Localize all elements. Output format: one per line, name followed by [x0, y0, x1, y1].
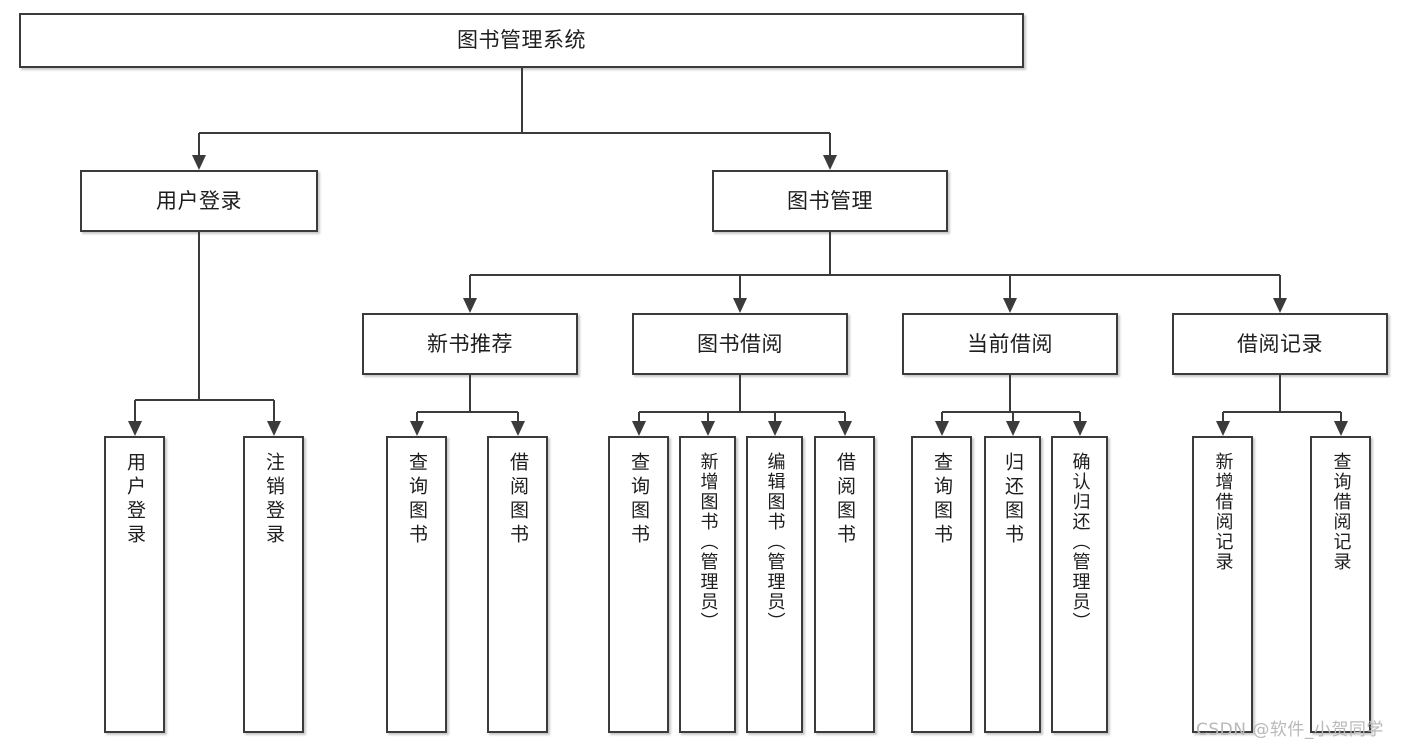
connector-parent-stem	[1279, 375, 1281, 412]
leaf-node[interactable]: 注销登录	[243, 436, 304, 733]
leaf-node-label: 确认归还（管理员）	[1069, 452, 1091, 632]
connector-to-leaf	[1078, 412, 1081, 421]
arrow-head-icon	[700, 421, 715, 436]
connector-leaf-bus	[134, 399, 274, 401]
connector-to-leaf	[133, 400, 136, 421]
connector-to-leaf	[940, 412, 943, 421]
arrow-head-icon	[266, 421, 281, 436]
connector-to-leaf	[637, 412, 640, 421]
leaf-node-label: 编辑图书（管理员）	[764, 452, 786, 632]
leaf-node-label: 归还图书	[1002, 452, 1024, 548]
node-current-borrow[interactable]: 当前借阅	[902, 313, 1118, 375]
leaf-node[interactable]: 查询图书	[911, 436, 972, 733]
node-user-login-label: 用户登录	[156, 188, 242, 213]
connector-to-leaf	[1221, 412, 1224, 421]
node-book-management[interactable]: 图书管理	[712, 170, 948, 232]
node-book-borrow[interactable]: 图书借阅	[632, 313, 848, 375]
arrow-head-icon	[733, 298, 747, 313]
connector-leaf-bus	[941, 411, 1080, 413]
leaf-node[interactable]: 查询图书	[608, 436, 669, 733]
connector-to-level3	[739, 275, 741, 298]
leaf-node-label: 注销登录	[263, 452, 285, 548]
connector-to-level3	[469, 275, 471, 298]
connector-to-leaf	[843, 412, 846, 421]
connector-root-stem	[520, 68, 523, 133]
leaf-node-label: 查询图书	[406, 452, 428, 548]
leaf-node-label: 查询图书	[628, 452, 650, 548]
leaf-node[interactable]: 查询图书	[386, 436, 447, 733]
connector-parent-stem	[198, 232, 200, 400]
arrow-head-icon	[1215, 421, 1230, 436]
leaf-node[interactable]: 借阅图书	[487, 436, 548, 733]
leaf-node-label: 查询图书	[931, 452, 953, 548]
node-root-label: 图书管理系统	[457, 28, 586, 53]
arrow-head-icon	[767, 421, 782, 436]
arrow-head-icon	[192, 155, 206, 170]
connector-parent-stem	[1009, 375, 1011, 412]
connector-to-leaf	[773, 412, 776, 421]
connector-to-level2	[198, 133, 200, 155]
arrow-head-icon	[1003, 298, 1017, 313]
connector-to-leaf	[516, 412, 519, 421]
connector-parent-stem	[739, 375, 741, 412]
watermark-text: CSDN @软件_小贺同学	[1196, 720, 1384, 740]
leaf-node-label: 借阅图书	[834, 452, 856, 548]
connector-root-bus	[199, 132, 830, 134]
arrow-head-icon	[409, 421, 424, 436]
leaf-node-label: 查询借阅记录	[1330, 452, 1352, 572]
arrow-head-icon	[631, 421, 646, 436]
node-root[interactable]: 图书管理系统	[19, 13, 1024, 68]
arrow-head-icon	[1333, 421, 1348, 436]
leaf-node[interactable]: 借阅图书	[814, 436, 875, 733]
leaf-node-label: 借阅图书	[507, 452, 529, 548]
node-borrow-record[interactable]: 借阅记录	[1172, 313, 1388, 375]
leaf-node-label: 用户登录	[124, 452, 146, 548]
arrow-head-icon	[463, 298, 477, 313]
leaf-node[interactable]: 查询借阅记录	[1310, 436, 1371, 733]
connector-to-leaf	[1011, 412, 1014, 421]
arrow-head-icon	[1072, 421, 1087, 436]
connector-bookmgmt-bus	[470, 274, 1280, 276]
arrow-head-icon	[837, 421, 852, 436]
arrow-head-icon	[1273, 298, 1287, 313]
connector-to-level3	[1279, 275, 1281, 298]
arrow-head-icon	[510, 421, 525, 436]
connector-to-level2	[829, 133, 831, 155]
node-borrow-record-label: 借阅记录	[1237, 331, 1323, 356]
node-current-borrow-label: 当前借阅	[967, 331, 1053, 356]
leaf-node[interactable]: 归还图书	[984, 436, 1041, 733]
connector-to-level3	[1009, 275, 1011, 298]
leaf-node[interactable]: 编辑图书（管理员）	[746, 436, 803, 733]
arrow-head-icon	[1005, 421, 1020, 436]
connector-parent-stem	[469, 375, 471, 412]
arrow-head-icon	[127, 421, 142, 436]
node-user-login[interactable]: 用户登录	[80, 170, 318, 232]
node-book-management-label: 图书管理	[787, 188, 873, 213]
leaf-node-label: 新增图书（管理员）	[697, 452, 719, 632]
connector-to-leaf	[272, 400, 275, 421]
connector-leaf-bus	[416, 411, 518, 413]
node-book-borrow-label: 图书借阅	[697, 331, 783, 356]
leaf-node[interactable]: 新增图书（管理员）	[679, 436, 736, 733]
connector-to-leaf	[1339, 412, 1342, 421]
connector-leaf-bus	[1222, 411, 1341, 413]
node-new-book-recommend-label: 新书推荐	[427, 331, 513, 356]
node-new-book-recommend[interactable]: 新书推荐	[362, 313, 578, 375]
leaf-node[interactable]: 确认归还（管理员）	[1051, 436, 1108, 733]
connector-leaf-bus	[638, 411, 845, 413]
connector-to-leaf	[415, 412, 418, 421]
leaf-node[interactable]: 新增借阅记录	[1192, 436, 1253, 733]
leaf-node-label: 新增借阅记录	[1212, 452, 1234, 572]
arrow-head-icon	[823, 155, 837, 170]
arrow-head-icon	[934, 421, 949, 436]
leaf-node[interactable]: 用户登录	[104, 436, 165, 733]
connector-to-leaf	[706, 412, 709, 421]
connector-bookmgmt-stem	[829, 232, 831, 275]
